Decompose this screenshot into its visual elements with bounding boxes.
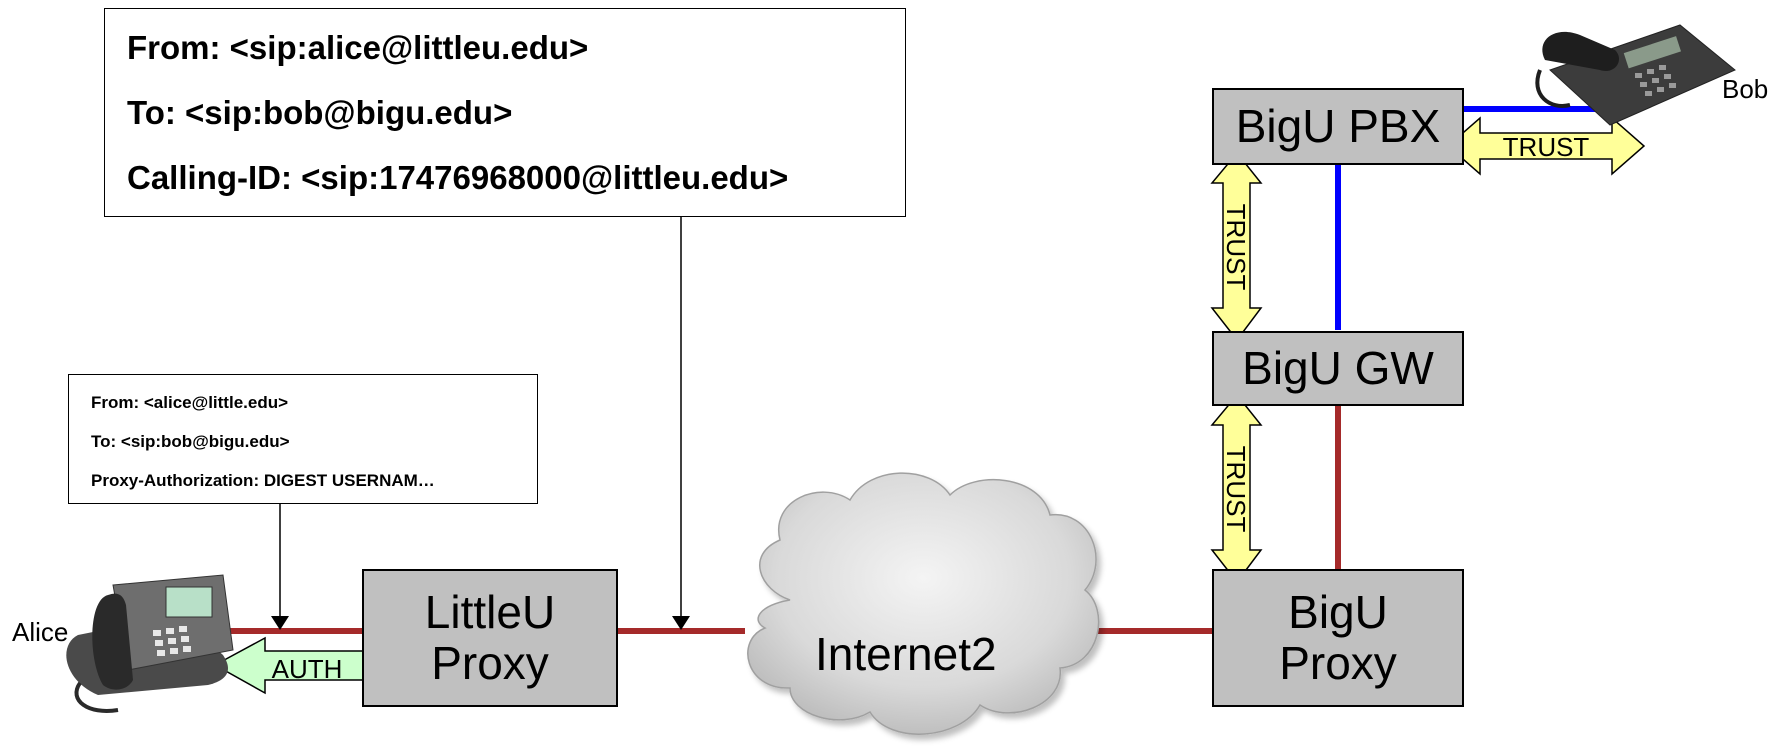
- bigu-proxy-box: BigU Proxy: [1212, 569, 1464, 707]
- header-from: From: <sip:alice@littleu.edu>: [127, 29, 589, 66]
- internet2-label: Internet2: [815, 628, 997, 680]
- trust-arrow-pbx-phone: [1446, 116, 1646, 176]
- auth-label: AUTH: [272, 654, 343, 684]
- alice-note-from: From: <alice@little.edu>: [91, 393, 289, 412]
- cloud-icon: [747, 472, 1100, 735]
- bigu-pbx-box: BigU PBX: [1212, 88, 1464, 165]
- callout-arrowhead-alice: [271, 616, 289, 630]
- trust-label-pbx-gw: TRUST: [1221, 204, 1251, 291]
- desk-phone-icon: [1535, 24, 1736, 126]
- alice-note-proxy-auth: Proxy-Authorization: DIGEST USERNAM…: [91, 471, 435, 490]
- trust-label-pbx-phone: TRUST: [1503, 132, 1590, 162]
- alice-request-note: From: <alice@little.edu> To: <sip:bob@bi…: [68, 374, 538, 504]
- callout-arrowhead-header: [672, 616, 690, 630]
- header-calling-id: Calling-ID: <sip:17476968000@littleu.edu…: [127, 159, 789, 196]
- sip-header-note: From: <sip:alice@littleu.edu> To: <sip:b…: [104, 8, 906, 217]
- alice-label: Alice: [12, 617, 69, 647]
- trust-label-gw-proxy: TRUST: [1221, 446, 1251, 533]
- bob-label: Bob: [1722, 74, 1769, 104]
- littleu-proxy-box: LittleU Proxy: [362, 569, 618, 707]
- alice-note-to: To: <sip:bob@bigu.edu>: [91, 432, 290, 451]
- desk-phone-icon: [66, 574, 234, 713]
- bigu-gw-box: BigU GW: [1212, 331, 1464, 406]
- header-to: To: <sip:bob@bigu.edu>: [127, 94, 513, 131]
